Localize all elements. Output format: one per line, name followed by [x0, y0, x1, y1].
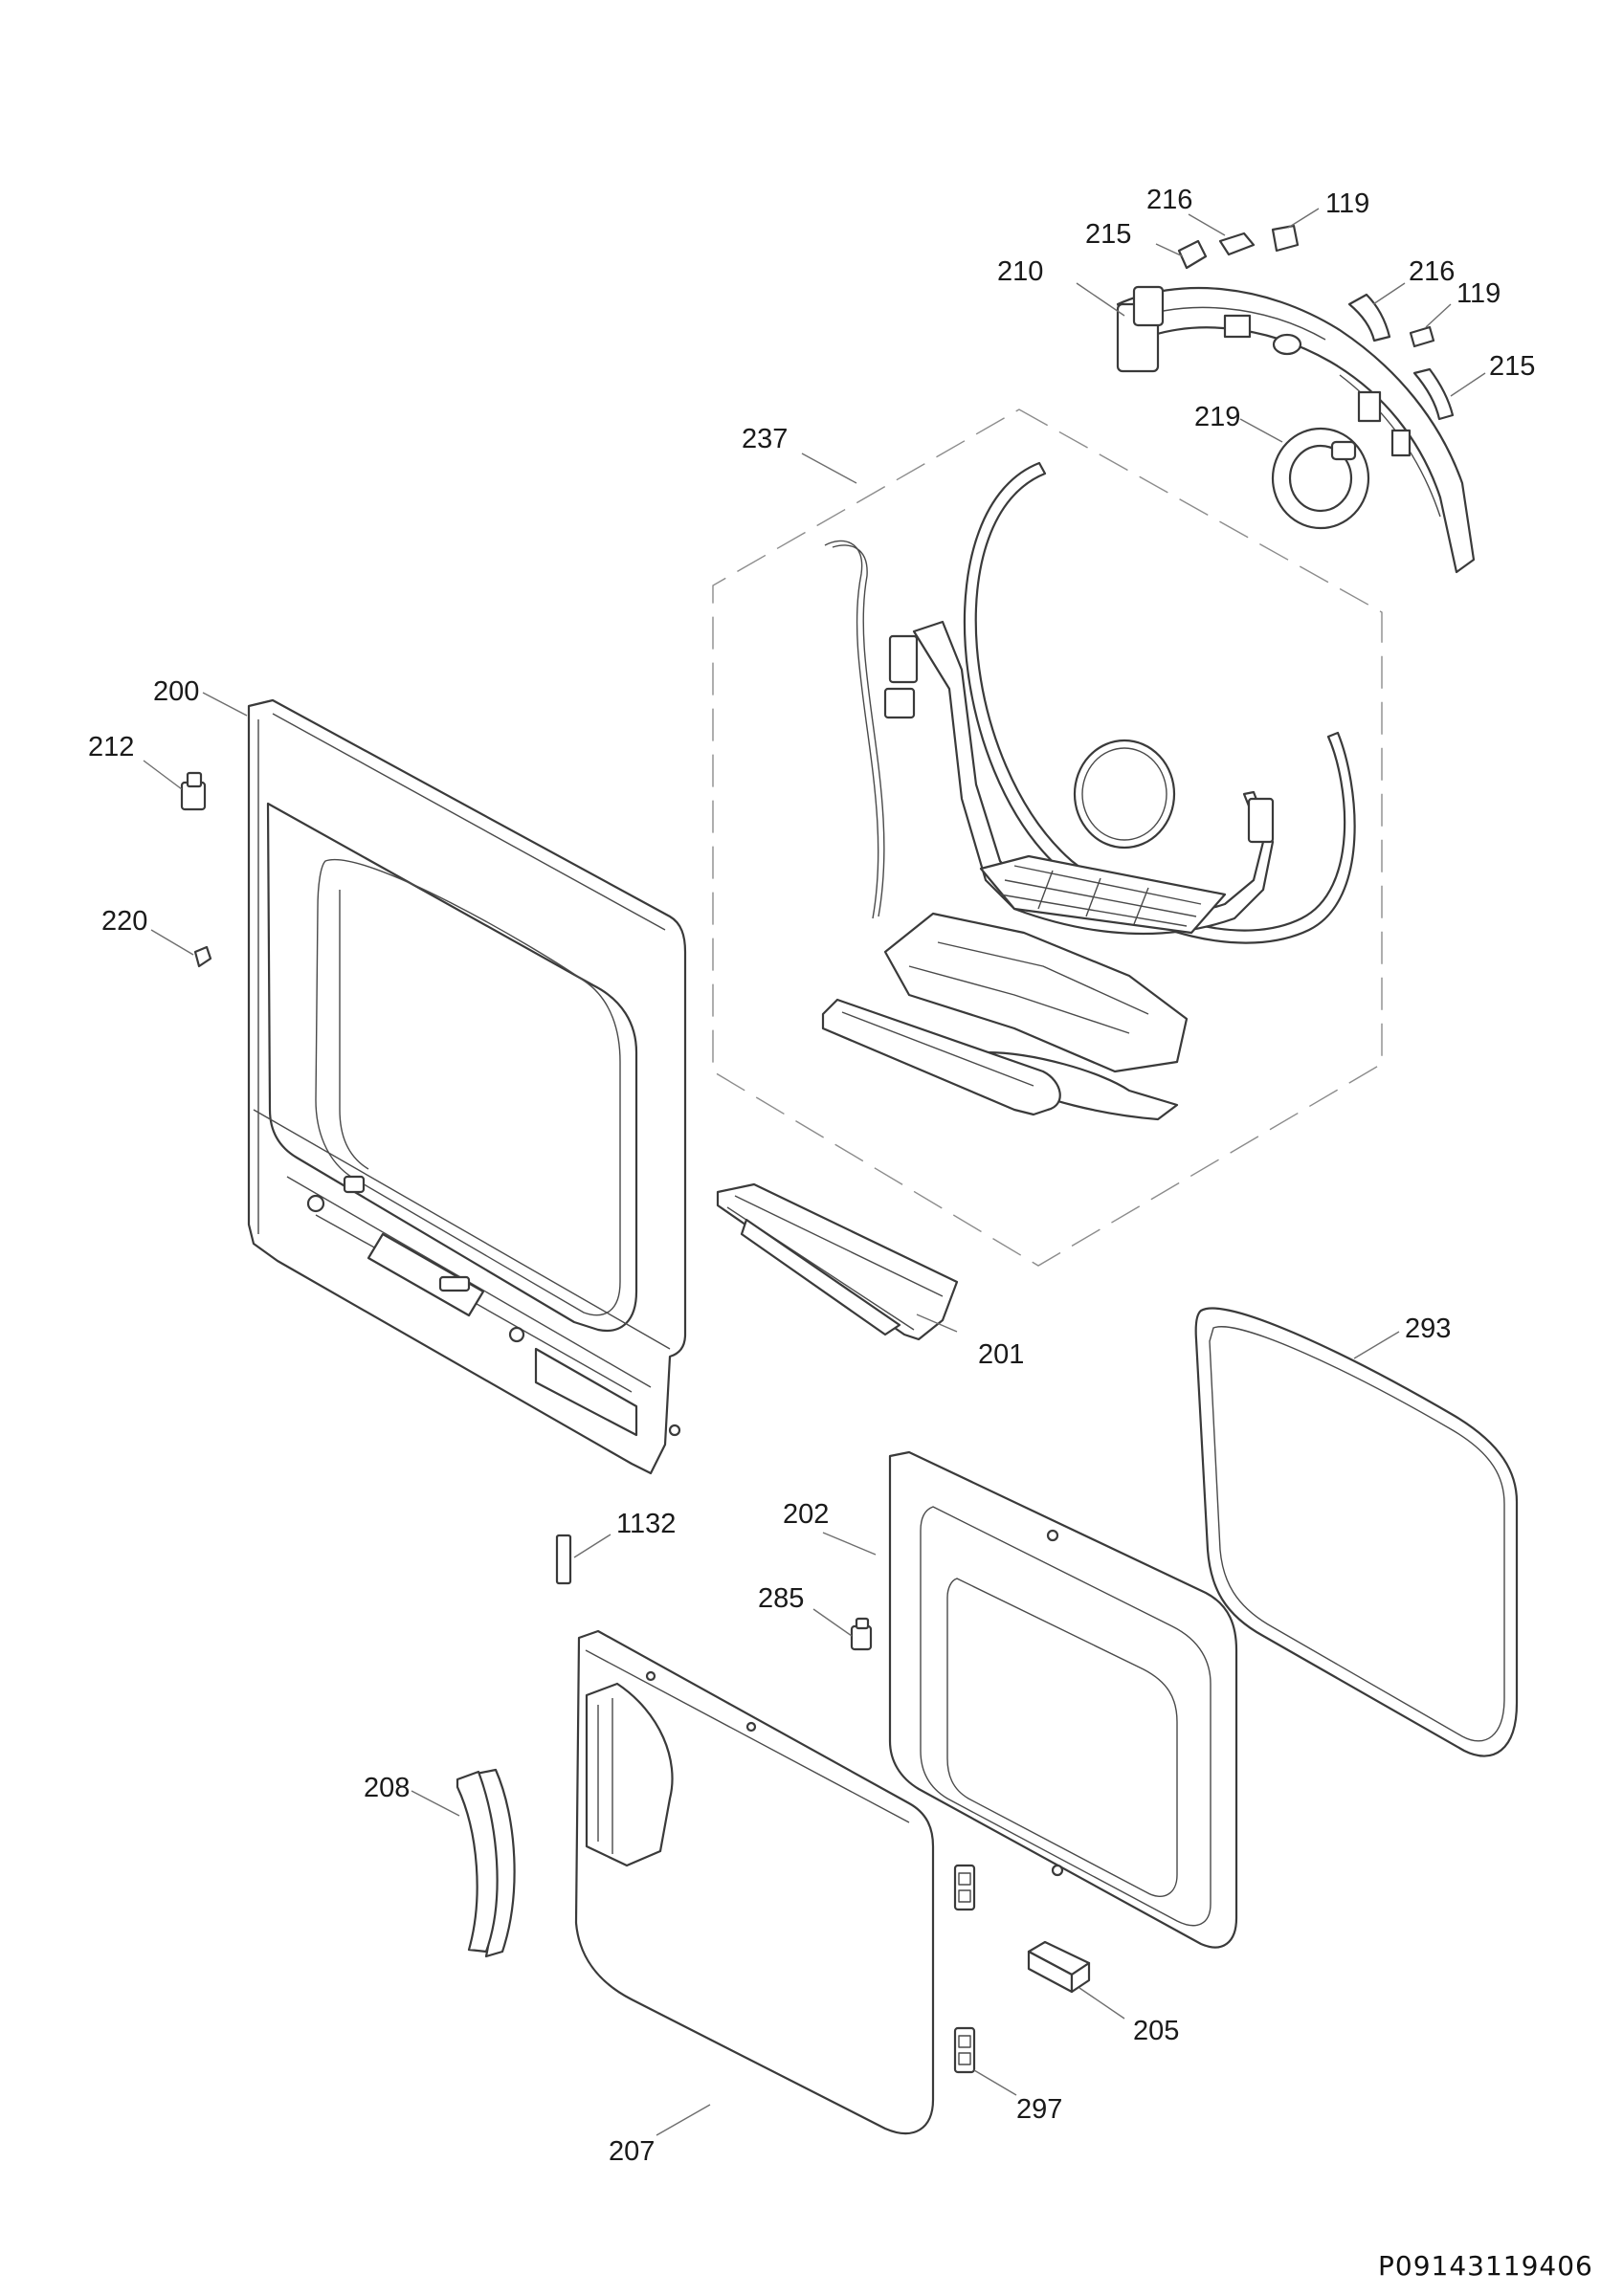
part-208-handle [456, 1768, 516, 1958]
part-1132-strip [555, 1534, 572, 1585]
part-201-filter [716, 1182, 959, 1341]
label-215-right: 215 [1489, 351, 1535, 382]
part-119-pad-right [1409, 325, 1435, 348]
label-216-right: 216 [1409, 256, 1455, 287]
label-285: 285 [758, 1583, 804, 1614]
part-215-clip-right [1412, 367, 1455, 421]
label-119-top: 119 [1325, 188, 1369, 219]
part-119-pad-top [1271, 224, 1300, 253]
label-202: 202 [783, 1499, 829, 1530]
label-237: 237 [742, 424, 788, 454]
part-237-drum-assembly [821, 461, 1356, 1121]
leader-lines [143, 208, 1486, 2136]
part-205-block [1027, 1940, 1091, 1994]
document-code: P09143119406 [1378, 2250, 1593, 2282]
label-207: 207 [609, 2136, 655, 2167]
part-220-clip [193, 945, 212, 968]
label-1132: 1132 [616, 1509, 676, 1539]
label-210: 210 [997, 256, 1043, 287]
label-216-top: 216 [1146, 185, 1192, 215]
assembly-237-boundary [712, 408, 1383, 1267]
label-215-top: 215 [1085, 219, 1131, 250]
label-208: 208 [364, 1773, 410, 1803]
label-212: 212 [88, 732, 134, 762]
label-201: 201 [978, 1339, 1024, 1370]
part-216-clip-right [1347, 293, 1391, 342]
label-297: 297 [1016, 2094, 1062, 2125]
part-210-rear-bracket [1116, 285, 1476, 574]
part-297-hinge-lower [953, 2026, 976, 2074]
label-219: 219 [1194, 402, 1240, 432]
label-205: 205 [1133, 2016, 1179, 2046]
label-293: 293 [1405, 1314, 1451, 1344]
part-216-clip-top [1218, 232, 1256, 256]
label-200: 200 [153, 676, 199, 707]
part-207-door-outer [574, 1629, 935, 2135]
label-220: 220 [101, 906, 147, 937]
part-293-door-seal [1194, 1307, 1519, 1757]
part-215-clip-top [1177, 239, 1208, 270]
part-200-front-panel [247, 698, 687, 1475]
part-hinge-upper [953, 1864, 976, 1911]
label-119-right: 119 [1456, 278, 1501, 309]
part-285-latch [850, 1617, 873, 1651]
part-202-door-inner [888, 1450, 1238, 1949]
part-212-switch [180, 771, 207, 811]
part-219-ring [1271, 427, 1370, 530]
